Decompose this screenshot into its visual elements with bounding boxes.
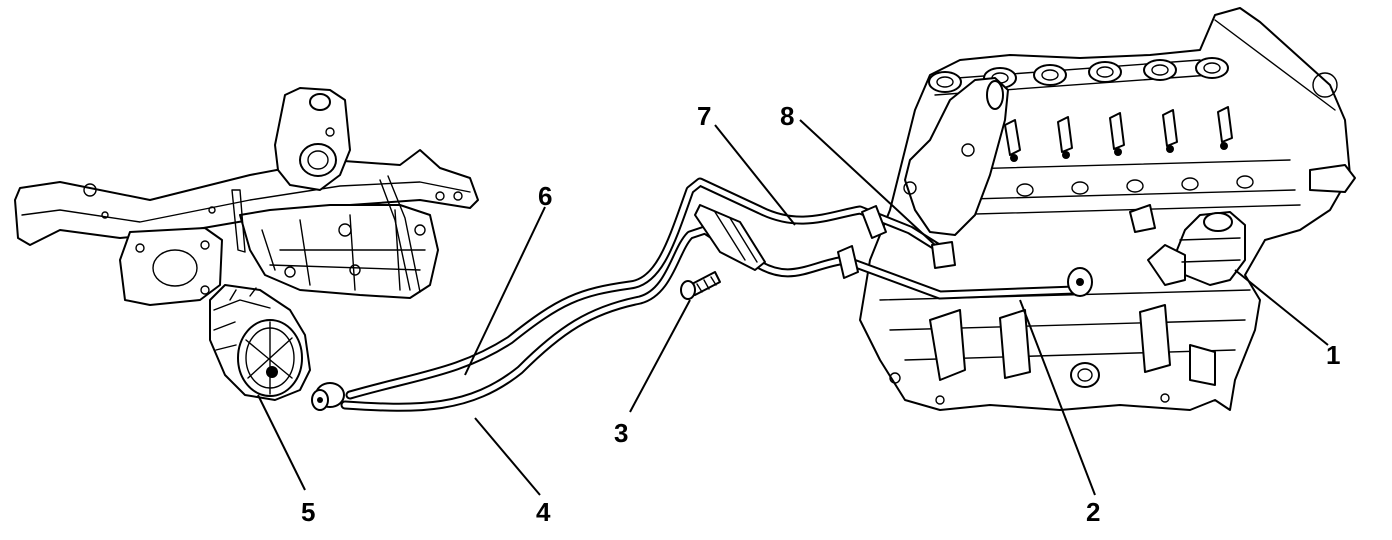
clamp-bolt — [680, 271, 721, 300]
leader-5 — [257, 394, 306, 491]
check-valve — [1147, 211, 1246, 286]
air-injection-pipes — [311, 177, 1093, 412]
auxiliary-pump — [209, 284, 311, 401]
leader-3 — [629, 299, 691, 413]
callout-2: 2 — [1086, 497, 1101, 527]
head-bolts — [1016, 72, 1338, 197]
leader-1 — [1234, 269, 1329, 346]
callout-6: 6 — [538, 181, 553, 211]
leader-4 — [474, 417, 541, 496]
leader-2 — [1019, 299, 1096, 496]
lower-block-webs — [889, 304, 1216, 405]
callout-5: 5 — [301, 497, 316, 527]
leader-lines — [257, 119, 1329, 496]
callout-3: 3 — [614, 418, 629, 448]
engine-block — [859, 7, 1356, 411]
callout-7: 7 — [697, 101, 712, 131]
callout-1: 1 — [1326, 340, 1341, 370]
leader-8 — [799, 119, 936, 246]
valve-cover-ports — [928, 57, 1229, 93]
leader-7 — [714, 124, 796, 226]
injector-row — [1004, 106, 1233, 162]
callout-8: 8 — [780, 101, 795, 131]
leader-6 — [464, 206, 546, 376]
frame-structure — [14, 87, 479, 306]
callout-4: 4 — [536, 497, 551, 527]
